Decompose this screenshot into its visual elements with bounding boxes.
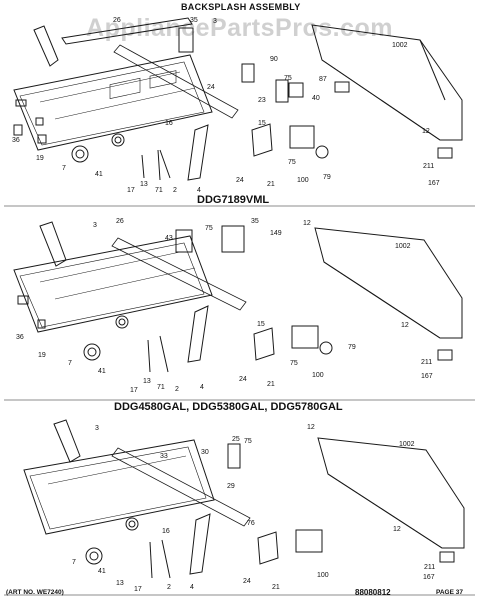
page-title: BACKSPLASH ASSEMBLY (181, 2, 301, 12)
callout-label: 35 (190, 17, 198, 24)
callout-label: 90 (270, 56, 278, 63)
callout-label: 100 (317, 572, 329, 579)
callout-label: 7 (62, 165, 66, 172)
art-number: (ART NO. WE7240) (6, 589, 64, 596)
callout-label: 75 (205, 225, 213, 232)
callout-label: 12 (307, 424, 315, 431)
model-title-section-3: DDG4580GAL, DDG5380GAL, DDG5780GAL (114, 401, 343, 413)
callout-label: 16 (162, 528, 170, 535)
callout-label: 75 (244, 438, 252, 445)
callout-label: 33 (160, 453, 168, 460)
callout-label: 4 (197, 187, 201, 194)
callout-label: 26 (113, 17, 121, 24)
backsplash-panel-1 (13, 54, 213, 151)
callout-label: 211 (421, 359, 433, 366)
callout-label: 100 (297, 177, 309, 184)
callout-label: 7 (68, 360, 72, 367)
document-code: 88080812 (355, 588, 391, 597)
callout-label: 13 (143, 378, 151, 385)
callout-label: 21 (267, 181, 275, 188)
callout-label: 3 (93, 222, 97, 229)
callout-label: 12 (401, 322, 409, 329)
rear-housing-3 (317, 437, 465, 549)
callout-label: 211 (424, 564, 436, 571)
callout-label: 15 (258, 120, 266, 127)
callout-label: 19 (38, 352, 46, 359)
callout-label: 40 (312, 95, 320, 102)
callout-label: 7 (72, 559, 76, 566)
callout-label: 1002 (395, 243, 411, 250)
model-title-section-2: DDG7189VML (197, 194, 270, 206)
callout-label: 149 (270, 230, 282, 237)
callout-label: 76 (247, 520, 255, 527)
callout-label: 15 (257, 321, 265, 328)
callout-label: 167 (423, 574, 435, 581)
callout-label: 75 (288, 159, 296, 166)
callout-label: 41 (98, 368, 106, 375)
backsplash-panel-3 (23, 439, 215, 535)
callout-label: 17 (134, 586, 142, 593)
callout-label: 100 (312, 372, 324, 379)
callout-label: 24 (236, 177, 244, 184)
callout-label: 167 (421, 373, 433, 380)
callout-label: 43 (165, 235, 173, 242)
callout-label: 4 (190, 584, 194, 591)
callout-label: 167 (428, 180, 440, 187)
callout-label: 30 (201, 449, 209, 456)
callout-label: 79 (323, 174, 331, 181)
callout-label: 12 (422, 128, 430, 135)
callout-label: 29 (227, 483, 235, 490)
callout-label: 79 (348, 344, 356, 351)
callout-label: 12 (393, 526, 401, 533)
callout-label: 16 (165, 120, 173, 127)
callout-label: 12 (303, 220, 311, 227)
page-number: PAGE 37 (436, 589, 463, 596)
callout-label: 19 (36, 155, 44, 162)
callout-label: 2 (167, 584, 171, 591)
callout-label: 17 (130, 387, 138, 394)
callout-label: 13 (116, 580, 124, 587)
callout-label: 25 (232, 436, 240, 443)
callout-label: 2 (173, 187, 177, 194)
callout-label: 1002 (399, 441, 415, 448)
callout-label: 75 (284, 75, 292, 82)
callout-label: 4 (200, 384, 204, 391)
callout-label: 2 (175, 386, 179, 393)
callout-label: 21 (267, 381, 275, 388)
callout-label: 24 (243, 578, 251, 585)
callout-label: 36 (16, 334, 24, 341)
callout-label: 17 (127, 187, 135, 194)
callout-label: 35 (251, 218, 259, 225)
callout-label: 87 (319, 76, 327, 83)
rear-housing-2 (314, 227, 463, 339)
callout-label: 24 (239, 376, 247, 383)
callout-label: 1002 (392, 42, 408, 49)
callout-label: 75 (290, 360, 298, 367)
callout-label: 41 (95, 171, 103, 178)
callout-label: 24 (207, 84, 215, 91)
callout-label: 71 (155, 187, 163, 194)
callout-label: 71 (157, 384, 165, 391)
callout-label: 26 (116, 218, 124, 225)
callout-label: 13 (140, 181, 148, 188)
callout-label: 23 (258, 97, 266, 104)
callout-label: 211 (423, 163, 435, 170)
callout-label: 21 (272, 584, 280, 591)
callout-label: 3 (213, 18, 217, 25)
callout-label: 41 (98, 568, 106, 575)
backsplash-panel-2 (13, 235, 213, 333)
callout-label: 3 (95, 425, 99, 432)
callout-label: 36 (12, 137, 20, 144)
